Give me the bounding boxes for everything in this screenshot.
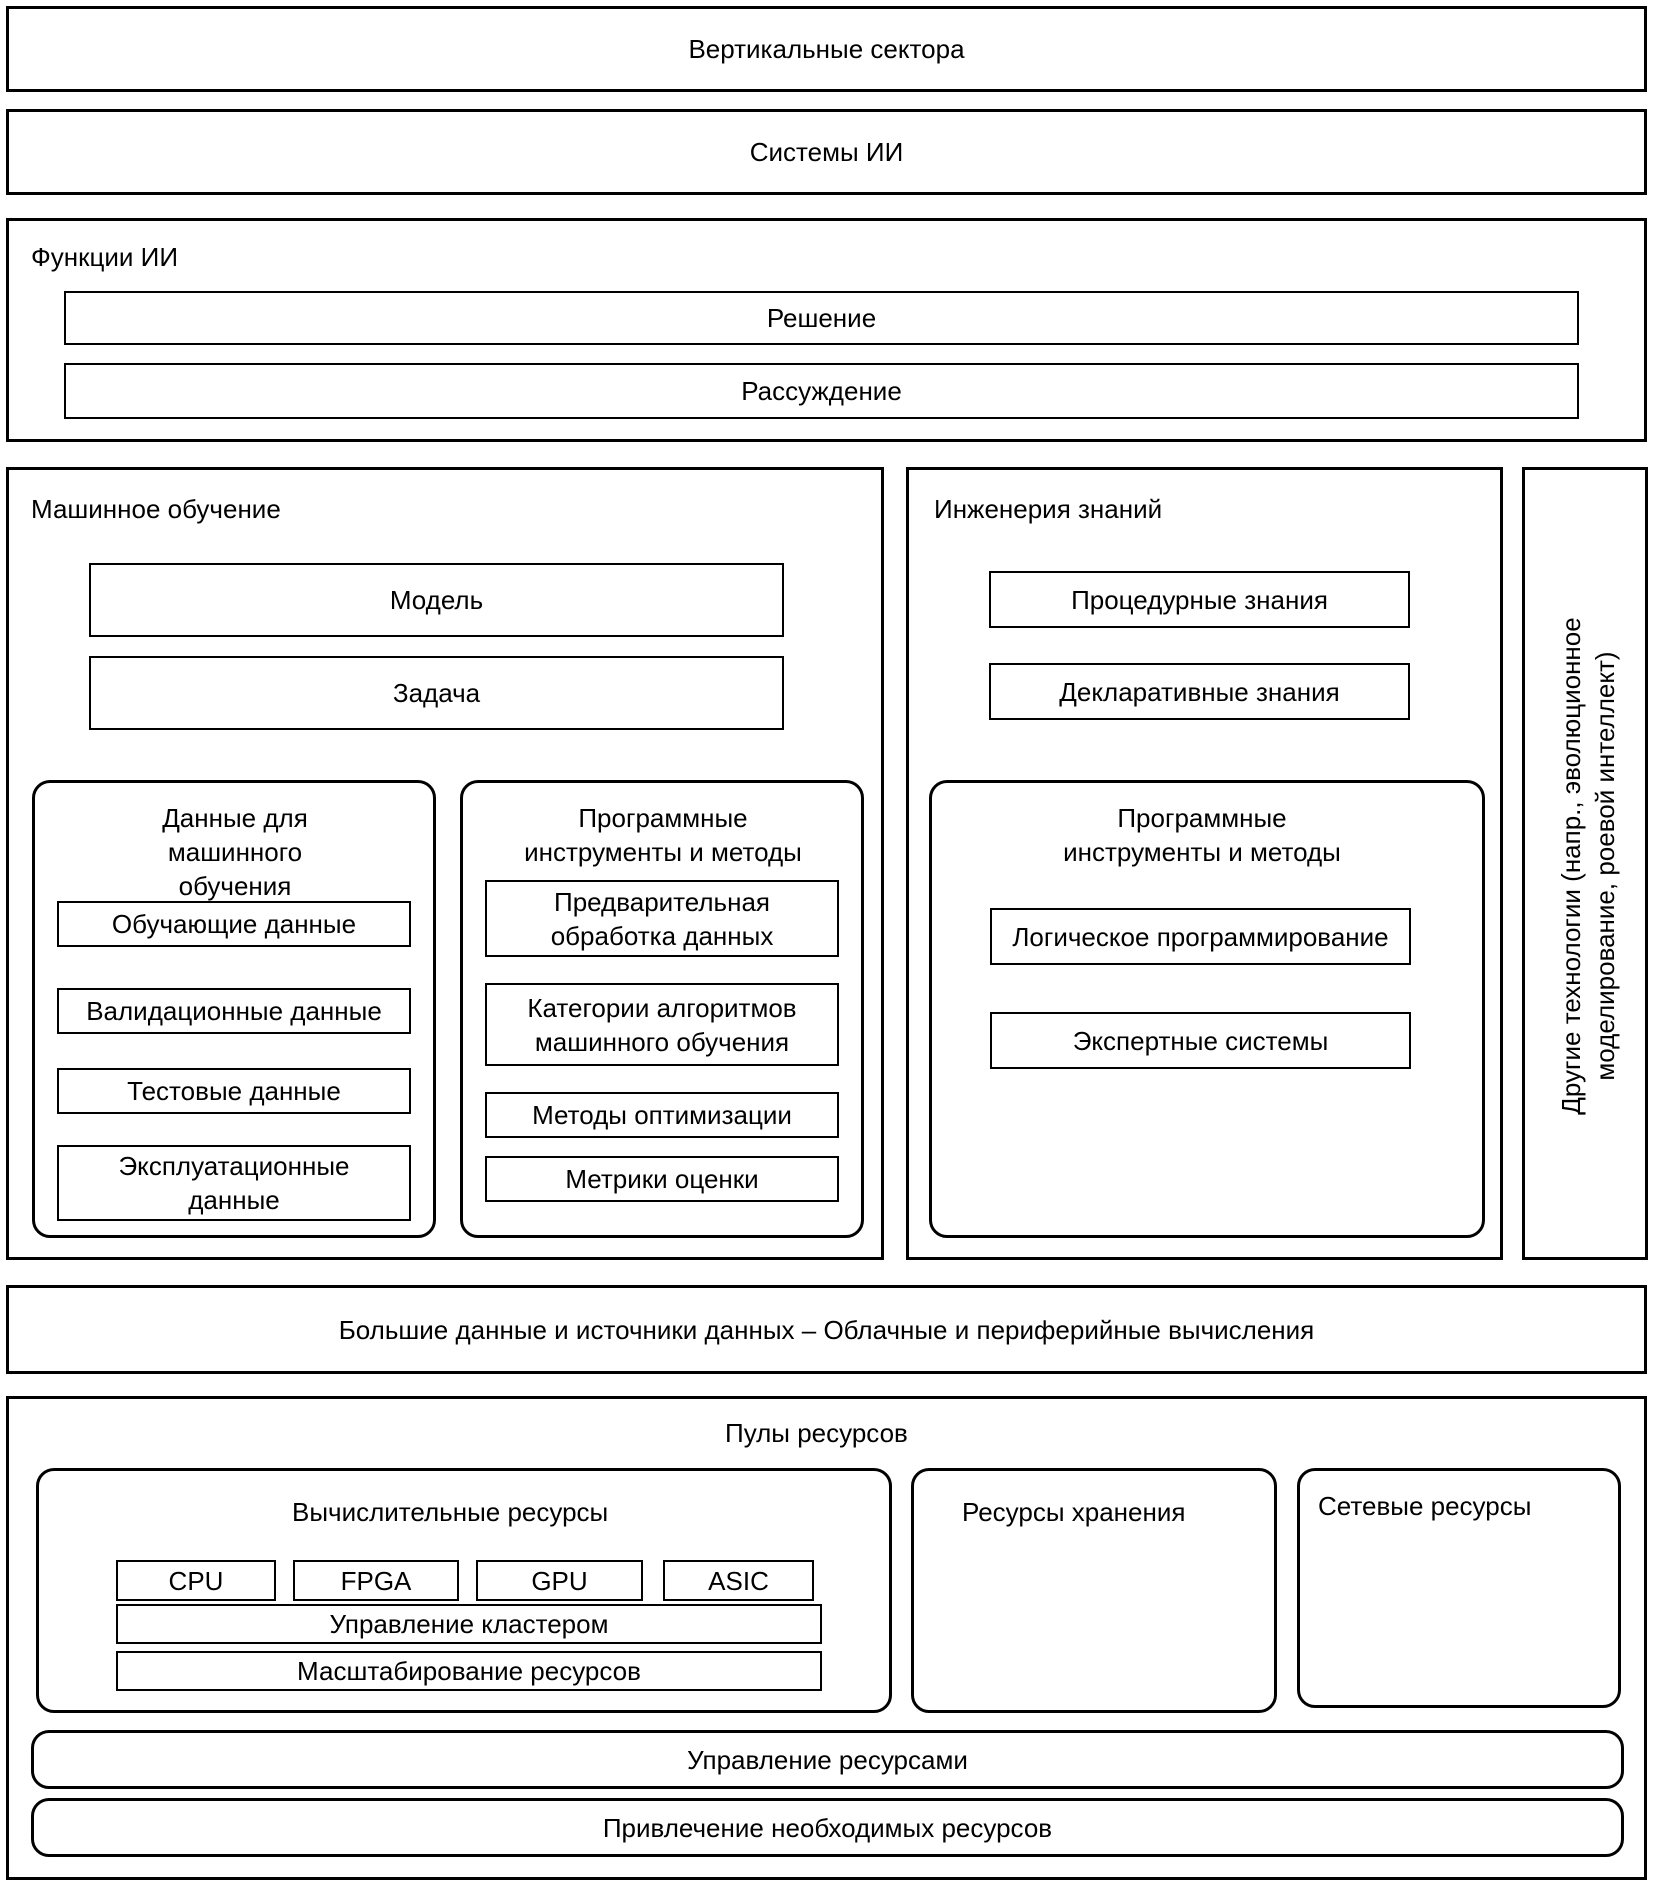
- knowledge-engineering-block: Инженерия знаний Процедурные знания Декл…: [906, 467, 1503, 1260]
- ke-tools-logic-programming-label: Логическое программирование: [1012, 921, 1389, 952]
- ai-functions-layer: Функции ИИ Решение Рассуждение: [6, 218, 1647, 442]
- ai-function-reasoning: Рассуждение: [64, 363, 1579, 419]
- ml-data-operational: Эксплуатационные данные: [57, 1145, 411, 1221]
- ai-systems-layer: Системы ИИ: [6, 109, 1647, 195]
- resource-provisioning-bar: Привлечение необходимых ресурсов: [31, 1798, 1624, 1857]
- ml-task-box: Задача: [89, 656, 784, 730]
- ke-procedural-label: Процедурные знания: [1071, 584, 1328, 615]
- ml-data-group: Данные для машинного обучения Обучающие …: [32, 780, 436, 1238]
- ml-tools-metrics: Метрики оценки: [485, 1156, 839, 1202]
- resource-management-bar: Управление ресурсами: [31, 1730, 1624, 1789]
- chip-asic-label: ASIC: [708, 1565, 769, 1596]
- machine-learning-title: Машинное обучение: [31, 494, 281, 524]
- ke-tools-expert-systems-label: Экспертные системы: [1072, 1025, 1329, 1056]
- other-technologies-label: Другие технологии (напр., эволюционное м…: [1556, 617, 1620, 1115]
- cluster-management-label: Управление кластером: [329, 1609, 609, 1639]
- vertical-sectors-label: Вертикальные сектора: [688, 34, 965, 64]
- chip-fpga-label: FPGA: [340, 1565, 412, 1596]
- ai-function-decision: Решение: [64, 291, 1579, 345]
- ml-model-label: Модель: [389, 585, 484, 615]
- vertical-sectors-layer: Вертикальные сектора: [6, 6, 1647, 92]
- ml-data-validation-label: Валидационные данные: [86, 996, 382, 1026]
- ml-tools-metrics-label: Метрики оценки: [565, 1164, 759, 1194]
- resource-scaling-label: Масштабирование ресурсов: [297, 1656, 641, 1686]
- resource-scaling: Масштабирование ресурсов: [116, 1651, 822, 1691]
- ke-tools-group: Программные инструменты и методы Логичес…: [929, 780, 1485, 1238]
- ml-task-label: Задача: [392, 678, 481, 708]
- chip-asic: ASIC: [663, 1560, 814, 1601]
- ml-tools-algorithm-categories: Категории алгоритмов машинного обучения: [485, 983, 839, 1066]
- resource-management-label: Управление ресурсами: [687, 1744, 968, 1775]
- chip-cpu-label: CPU: [168, 1565, 224, 1596]
- ke-declarative: Декларативные знания: [989, 663, 1410, 720]
- network-resources-group: Сетевые ресурсы: [1297, 1468, 1621, 1708]
- ml-data-test-label: Тестовые данные: [127, 1076, 341, 1106]
- cluster-management: Управление кластером: [116, 1604, 822, 1644]
- ke-declarative-label: Декларативные знания: [1059, 676, 1340, 707]
- knowledge-engineering-title: Инженерия знаний: [934, 494, 1163, 524]
- big-data-label: Большие данные и источники данных – Обла…: [338, 1314, 1315, 1345]
- storage-resources-title: Ресурсы хранения: [962, 1497, 1186, 1527]
- ai-function-decision-label: Решение: [766, 303, 877, 333]
- other-technologies-block: Другие технологии (напр., эволюционное м…: [1522, 467, 1648, 1260]
- compute-resources-title: Вычислительные ресурсы: [292, 1497, 609, 1527]
- ml-data-validation: Валидационные данные: [57, 988, 411, 1034]
- ai-function-reasoning-label: Рассуждение: [741, 376, 902, 406]
- chip-cpu: CPU: [116, 1560, 276, 1601]
- resource-pools-layer: Пулы ресурсов Вычислительные ресурсы CPU…: [6, 1396, 1647, 1880]
- ke-tools-title: Программные инструменты и методы: [1063, 803, 1341, 867]
- chip-gpu: GPU: [476, 1560, 643, 1601]
- big-data-layer: Большие данные и источники данных – Обла…: [6, 1285, 1647, 1374]
- ml-data-operational-label: Эксплуатационные данные: [118, 1151, 350, 1215]
- network-resources-title: Сетевые ресурсы: [1318, 1491, 1532, 1521]
- resource-provisioning-label: Привлечение необходимых ресурсов: [602, 1812, 1053, 1843]
- chip-gpu-label: GPU: [531, 1565, 588, 1596]
- ke-procedural: Процедурные знания: [989, 571, 1410, 628]
- ml-data-training-label: Обучающие данные: [111, 909, 357, 939]
- ml-tools-preprocessing: Предварительная обработка данных: [485, 880, 839, 957]
- chip-fpga: FPGA: [293, 1560, 459, 1601]
- ke-tools-expert-systems: Экспертные системы: [990, 1012, 1411, 1069]
- storage-resources-group: Ресурсы хранения: [911, 1468, 1277, 1713]
- resource-pools-title: Пулы ресурсов: [725, 1418, 908, 1448]
- ai-functions-title: Функции ИИ: [31, 242, 179, 272]
- machine-learning-block: Машинное обучение Модель Задача Данные д…: [6, 467, 884, 1260]
- ml-tools-preprocessing-label: Предварительная обработка данных: [550, 886, 774, 951]
- ai-systems-label: Системы ИИ: [749, 137, 904, 167]
- compute-resources-group: Вычислительные ресурсы CPU FPGA GPU ASIC…: [36, 1468, 892, 1713]
- ml-tools-optimization: Методы оптимизации: [485, 1092, 839, 1138]
- ml-tools-title: Программные инструменты и методы: [524, 803, 802, 867]
- ke-tools-logic-programming: Логическое программирование: [990, 908, 1411, 965]
- ml-data-test: Тестовые данные: [57, 1068, 411, 1114]
- ml-data-training: Обучающие данные: [57, 901, 411, 947]
- ml-tools-algorithm-categories-label: Категории алгоритмов машинного обучения: [527, 992, 797, 1057]
- ml-data-title: Данные для машинного обучения: [162, 803, 308, 901]
- ml-model-box: Модель: [89, 563, 784, 637]
- ml-tools-optimization-label: Методы оптимизации: [532, 1100, 792, 1130]
- ml-tools-group: Программные инструменты и методы Предвар…: [460, 780, 864, 1238]
